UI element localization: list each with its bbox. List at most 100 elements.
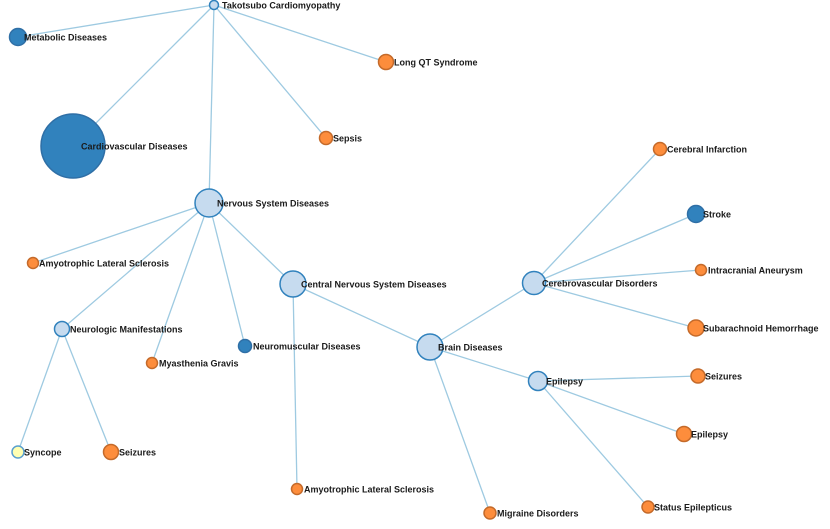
node-circle[interactable] <box>416 333 444 361</box>
node-circle[interactable] <box>521 270 547 296</box>
node-brain[interactable]: Brain Diseases <box>416 333 503 361</box>
node-circle[interactable] <box>237 338 253 354</box>
node-label: Stroke <box>703 210 731 220</box>
node-epilepsy_branch[interactable]: Epilepsy <box>527 370 584 392</box>
node-syncope[interactable]: Syncope <box>11 445 62 459</box>
node-cerebral_infarction[interactable]: Cerebral Infarction <box>652 141 748 157</box>
node-circle[interactable] <box>40 113 106 179</box>
node-circle[interactable] <box>686 204 706 224</box>
edge-nervous-neuromuscular <box>208 202 246 347</box>
node-circle[interactable] <box>377 53 395 71</box>
node-cardio[interactable]: Cardiovascular Diseases <box>40 113 188 179</box>
node-circle[interactable] <box>652 141 668 157</box>
node-circle[interactable] <box>483 506 497 520</box>
node-circle[interactable] <box>318 130 334 146</box>
node-label: Long QT Syndrome <box>394 58 478 68</box>
edge-brain-cerebrovascular <box>429 282 535 348</box>
node-label: Epilepsy <box>546 377 583 387</box>
edge-epilepsy_branch-epilepsy_leaf <box>537 380 685 435</box>
node-nervous[interactable]: Nervous System Diseases <box>194 188 329 218</box>
node-myasthenia[interactable]: Myasthenia Gravis <box>145 356 239 370</box>
edge-cerebrovascular-aneurysm <box>533 269 702 284</box>
node-circle[interactable] <box>690 368 706 384</box>
node-label: Takotsubo Cardiomyopathy <box>222 1 340 11</box>
node-circle[interactable] <box>102 443 120 461</box>
node-label: Epilepsy <box>691 430 728 440</box>
node-als2[interactable]: Amyotrophic Lateral Sclerosis <box>290 482 435 496</box>
edge-epilepsy_branch-status_epilepticus <box>537 380 649 508</box>
node-circle[interactable] <box>208 0 220 11</box>
node-label: Amyotrophic Lateral Sclerosis <box>304 485 434 495</box>
node-label: Neurologic Manifestations <box>70 325 183 335</box>
edge-takotsubo-metabolic <box>17 4 215 38</box>
node-label: Central Nervous System Diseases <box>301 280 447 290</box>
node-label: Subarachnoid Hemorrhage <box>703 324 819 334</box>
node-cerebrovascular[interactable]: Cerebrovascular Disorders <box>521 270 658 296</box>
edge-brain-epilepsy_branch <box>429 346 539 382</box>
node-label: Metabolic Diseases <box>24 33 107 43</box>
node-circle[interactable] <box>279 270 307 298</box>
node-circle[interactable] <box>527 370 549 392</box>
edge-takotsubo-sepsis <box>213 4 327 139</box>
edge-nervous-cns <box>208 202 294 285</box>
node-label: Amyotrophic Lateral Sclerosis <box>39 259 169 269</box>
edge-takotsubo-nervous <box>208 4 215 204</box>
node-label: Myasthenia Gravis <box>159 359 239 369</box>
node-label: Migraine Disorders <box>497 509 579 519</box>
node-seizures1[interactable]: Seizures <box>102 443 157 461</box>
edge-nervous-myasthenia <box>151 202 210 364</box>
node-circle[interactable] <box>145 356 159 370</box>
node-label: Status Epilepticus <box>654 503 732 513</box>
edge-brain-migraine <box>429 346 491 514</box>
node-circle[interactable] <box>687 319 705 337</box>
edge-takotsubo-cardio <box>72 4 215 147</box>
node-sepsis[interactable]: Sepsis <box>318 130 363 146</box>
node-als1[interactable]: Amyotrophic Lateral Sclerosis <box>26 256 170 270</box>
node-label: Seizures <box>119 448 156 458</box>
node-circle[interactable] <box>290 482 304 496</box>
node-neurologic[interactable]: Neurologic Manifestations <box>53 320 183 338</box>
edge-cerebrovascular-stroke <box>533 213 697 284</box>
edge-nervous-als1 <box>32 202 210 264</box>
node-seizures2[interactable]: Seizures <box>690 368 742 384</box>
edge-cns-brain <box>292 283 431 348</box>
node-circle[interactable] <box>11 445 25 459</box>
edges-layer <box>17 4 702 514</box>
node-circle[interactable] <box>675 425 693 443</box>
node-circle[interactable] <box>8 27 28 47</box>
node-epilepsy_leaf[interactable]: Epilepsy <box>675 425 729 443</box>
edge-cns-als2 <box>292 283 298 490</box>
node-takotsubo[interactable]: Takotsubo Cardiomyopathy <box>208 0 341 11</box>
node-subarachnoid[interactable]: Subarachnoid Hemorrhage <box>687 319 819 337</box>
node-label: Nervous System Diseases <box>217 199 329 209</box>
node-stroke[interactable]: Stroke <box>686 204 732 224</box>
node-label: Neuromuscular Diseases <box>253 342 361 352</box>
edge-neurologic-seizures1 <box>61 328 112 453</box>
node-label: Intracranial Aneurysm <box>708 266 803 276</box>
node-migraine[interactable]: Migraine Disorders <box>483 506 579 520</box>
node-label: Cardiovascular Diseases <box>81 142 188 152</box>
node-longqt[interactable]: Long QT Syndrome <box>377 53 478 71</box>
node-circle[interactable] <box>53 320 71 338</box>
node-metabolic[interactable]: Metabolic Diseases <box>8 27 108 47</box>
node-aneurysm[interactable]: Intracranial Aneurysm <box>694 263 803 277</box>
node-circle[interactable] <box>194 188 224 218</box>
node-circle[interactable] <box>641 500 655 514</box>
node-label: Cerebrovascular Disorders <box>542 279 658 289</box>
node-cns[interactable]: Central Nervous System Diseases <box>279 270 447 298</box>
edge-cerebrovascular-cerebral_infarction <box>533 148 661 284</box>
node-label: Syncope <box>24 448 62 458</box>
edge-epilepsy_branch-seizures2 <box>537 375 699 382</box>
node-label: Brain Diseases <box>438 343 503 353</box>
edge-cerebrovascular-subarachnoid <box>533 282 697 329</box>
node-circle[interactable] <box>694 263 708 277</box>
edge-neurologic-syncope <box>17 328 63 453</box>
node-label: Sepsis <box>333 134 362 144</box>
edge-takotsubo-longqt <box>213 4 387 63</box>
node-status_epilepticus[interactable]: Status Epilepticus <box>641 500 732 514</box>
node-neuromuscular[interactable]: Neuromuscular Diseases <box>237 338 361 354</box>
node-label: Seizures <box>705 372 742 382</box>
node-circle[interactable] <box>26 256 40 270</box>
